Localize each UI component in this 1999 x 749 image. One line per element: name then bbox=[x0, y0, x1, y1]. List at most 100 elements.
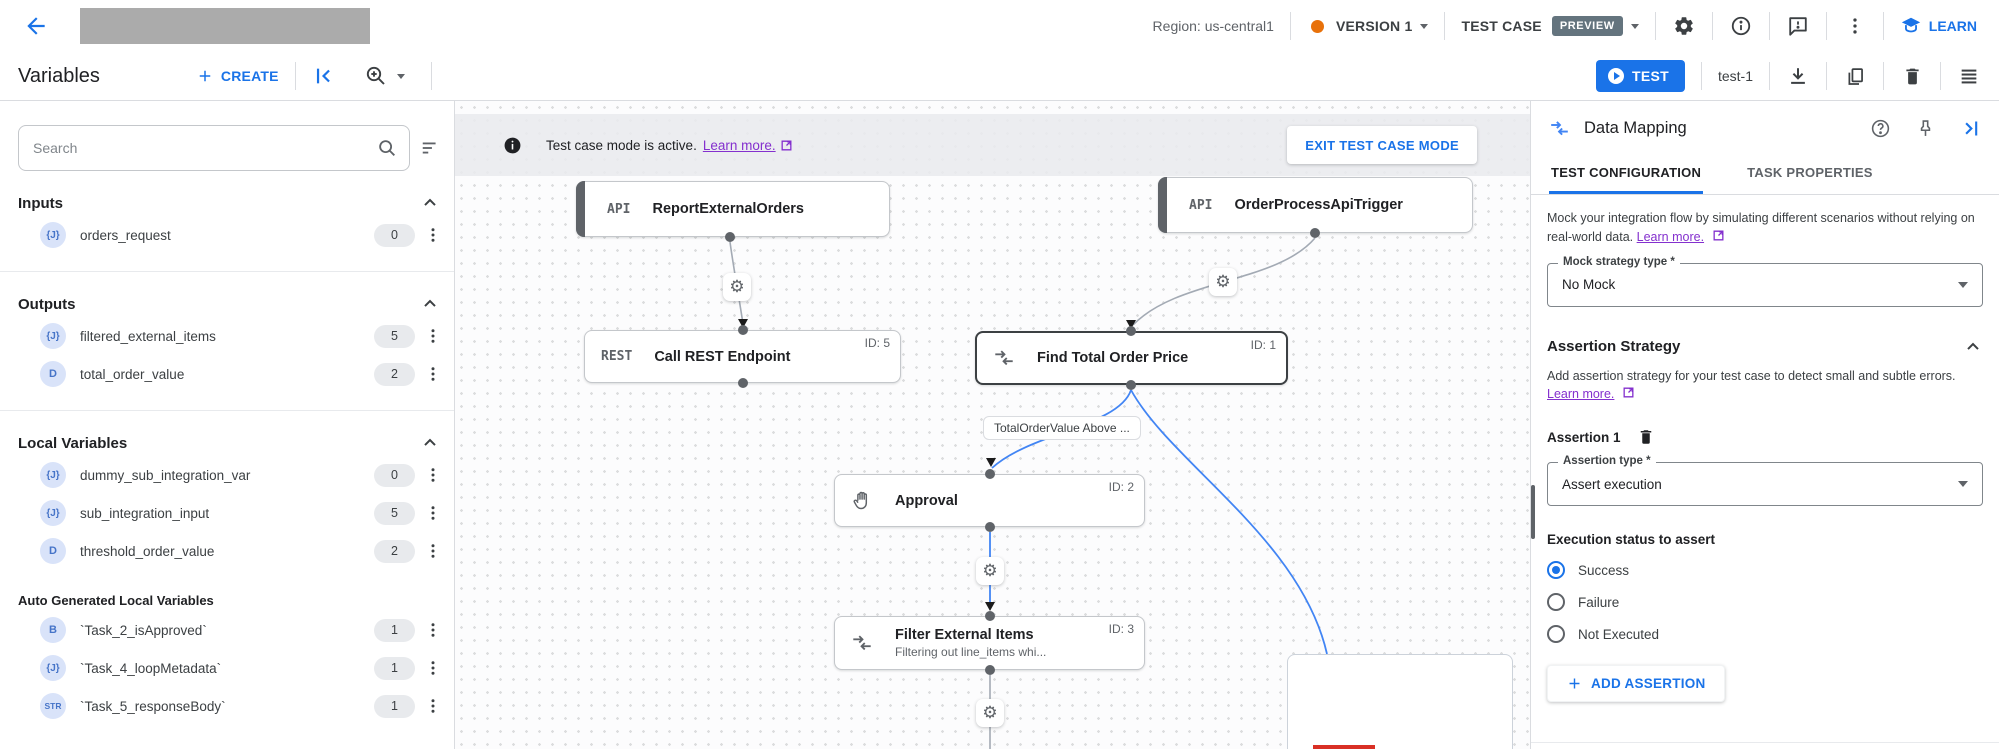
chevron-down-icon[interactable] bbox=[396, 73, 405, 79]
task-id-label: ID: 1 bbox=[1250, 338, 1276, 352]
feedback-icon[interactable] bbox=[1786, 14, 1810, 38]
connector-dot[interactable] bbox=[738, 325, 748, 335]
mock-learn-more-link[interactable]: Learn more. bbox=[1636, 229, 1705, 244]
chevron-up-icon[interactable] bbox=[420, 294, 440, 314]
zoom-in-icon bbox=[366, 66, 385, 85]
task-config-panel: Data Mapping TEST CONFIGURATION TASK PRO… bbox=[1530, 101, 1999, 749]
radio-not-executed[interactable]: Not Executed bbox=[1547, 625, 1983, 643]
row-more-vert-icon[interactable] bbox=[424, 697, 442, 715]
tab-task-properties[interactable]: TASK PROPERTIES bbox=[1747, 165, 1873, 180]
delete-icon[interactable] bbox=[1900, 64, 1924, 88]
radio-button[interactable] bbox=[1547, 561, 1565, 579]
create-variable-button[interactable]: CREATE bbox=[196, 67, 279, 85]
node-call-rest-endpoint[interactable]: REST Call REST Endpoint ID: 5 bbox=[584, 330, 901, 383]
help-icon[interactable] bbox=[1870, 118, 1891, 139]
row-more-vert-icon[interactable] bbox=[424, 365, 442, 383]
radio-success[interactable]: Success bbox=[1547, 561, 1983, 579]
collapse-sidebar-icon[interactable] bbox=[312, 64, 336, 88]
edge-condition-label[interactable]: TotalOrderValue Above ... bbox=[983, 416, 1141, 440]
dense-menu-icon[interactable] bbox=[1957, 64, 1981, 88]
connector-dot[interactable] bbox=[985, 611, 995, 621]
test-button[interactable]: TEST bbox=[1596, 60, 1685, 92]
version-selector[interactable]: VERSION 1 bbox=[1335, 18, 1413, 34]
chevron-up-icon[interactable] bbox=[420, 193, 440, 213]
add-assertion-button[interactable]: ADD ASSERTION bbox=[1547, 665, 1725, 702]
connector-dot[interactable] bbox=[985, 522, 995, 532]
variable-row[interactable]: {J} sub_integration_input 5 bbox=[18, 497, 442, 529]
banner-learn-more-link[interactable]: Learn more. bbox=[702, 137, 776, 153]
assertion-description: Add assertion strategy for your test cas… bbox=[1547, 368, 1956, 383]
chevron-up-icon[interactable] bbox=[1963, 337, 1983, 357]
radio-failure[interactable]: Failure bbox=[1547, 593, 1983, 611]
edge-gear-icon[interactable]: ⚙ bbox=[976, 557, 1004, 585]
tab-test-configuration[interactable]: TEST CONFIGURATION bbox=[1549, 153, 1704, 194]
section-header-inputs[interactable]: Inputs bbox=[18, 193, 442, 213]
edge-gear-icon[interactable]: ⚙ bbox=[723, 273, 751, 301]
delete-assertion-icon[interactable] bbox=[1637, 428, 1655, 446]
info-icon[interactable] bbox=[1729, 14, 1753, 38]
connector-dot[interactable] bbox=[1310, 228, 1320, 238]
connector-dot[interactable] bbox=[985, 469, 995, 479]
divider bbox=[1826, 62, 1827, 90]
copy-icon[interactable] bbox=[1843, 64, 1867, 88]
variable-row[interactable]: {J} orders_request 0 bbox=[18, 219, 442, 251]
task-id-label: ID: 2 bbox=[1108, 480, 1134, 494]
row-more-vert-icon[interactable] bbox=[424, 504, 442, 522]
radio-button[interactable] bbox=[1547, 593, 1565, 611]
chevron-down-icon[interactable] bbox=[1420, 23, 1429, 29]
variable-row[interactable]: D total_order_value 2 bbox=[18, 358, 442, 390]
variable-row[interactable]: B `Task_2_isApproved` 1 bbox=[18, 614, 442, 646]
radio-button[interactable] bbox=[1547, 625, 1565, 643]
row-more-vert-icon[interactable] bbox=[424, 659, 442, 677]
chevron-down-icon[interactable] bbox=[1630, 23, 1639, 29]
mock-strategy-select[interactable]: Mock strategy type * No Mock bbox=[1547, 255, 1983, 307]
row-more-vert-icon[interactable] bbox=[424, 466, 442, 484]
download-icon[interactable] bbox=[1786, 64, 1810, 88]
variable-row[interactable]: {J} filtered_external_items 5 bbox=[18, 320, 442, 352]
pin-icon[interactable] bbox=[1915, 118, 1936, 139]
data-mapping-icon bbox=[1549, 118, 1570, 139]
scrollbar-thumb[interactable] bbox=[1531, 485, 1535, 539]
exit-test-case-mode-button[interactable]: EXIT TEST CASE MODE bbox=[1287, 126, 1477, 164]
assertion-item-title: Assertion 1 bbox=[1547, 429, 1621, 445]
sort-icon[interactable] bbox=[420, 137, 442, 159]
variable-row[interactable]: D threshold_order_value 2 bbox=[18, 535, 442, 567]
search-input[interactable] bbox=[18, 125, 410, 171]
learn-button[interactable]: LEARN bbox=[1900, 15, 1977, 37]
node-order-process-api-trigger[interactable]: API OrderProcessApiTrigger bbox=[1158, 177, 1473, 233]
settings-gear-icon[interactable] bbox=[1672, 14, 1696, 38]
plus-icon bbox=[1569, 678, 1580, 689]
connector-dot[interactable] bbox=[985, 665, 995, 675]
row-more-vert-icon[interactable] bbox=[424, 327, 442, 345]
more-vert-icon[interactable] bbox=[1843, 14, 1867, 38]
assertion-type-select[interactable]: Assertion type * Assert execution bbox=[1547, 455, 1983, 506]
variable-row[interactable]: {J} dummy_sub_integration_var 0 bbox=[18, 459, 442, 491]
row-more-vert-icon[interactable] bbox=[424, 621, 442, 639]
zoom-control[interactable] bbox=[364, 64, 405, 88]
edge-gear-icon[interactable]: ⚙ bbox=[1209, 268, 1237, 296]
integration-flow-canvas[interactable]: Test case mode is active. Learn more. EX… bbox=[455, 101, 1530, 749]
preview-badge: PREVIEW bbox=[1551, 16, 1623, 36]
page-title: Variables bbox=[18, 64, 100, 87]
edge-gear-icon[interactable]: ⚙ bbox=[976, 699, 1004, 727]
node-filter-external-items[interactable]: Filter External Items Filtering out line… bbox=[834, 616, 1145, 670]
row-more-vert-icon[interactable] bbox=[424, 542, 442, 560]
connector-dot[interactable] bbox=[1126, 380, 1136, 390]
node-report-external-orders[interactable]: API ReportExternalOrders bbox=[576, 181, 890, 237]
chevron-up-icon[interactable] bbox=[420, 433, 440, 453]
node-approval[interactable]: Approval ID: 2 bbox=[834, 474, 1145, 527]
node-find-total-order-price[interactable]: Find Total Order Price ID: 1 bbox=[975, 331, 1288, 385]
section-header-outputs[interactable]: Outputs bbox=[18, 294, 442, 314]
variable-row[interactable]: STR `Task_5_responseBody` 1 bbox=[18, 690, 442, 722]
connector-dot[interactable] bbox=[738, 378, 748, 388]
assertion-learn-more-link[interactable]: Learn more. bbox=[1547, 387, 1615, 402]
node-partial[interactable] bbox=[1287, 654, 1513, 749]
connector-dot[interactable] bbox=[725, 232, 735, 242]
variable-row[interactable]: {J} `Task_4_loopMetadata` 1 bbox=[18, 652, 442, 684]
section-header-local-variables[interactable]: Local Variables bbox=[18, 433, 442, 453]
row-more-vert-icon[interactable] bbox=[424, 226, 442, 244]
collapse-panel-icon[interactable] bbox=[1960, 118, 1981, 139]
usage-count-badge: 2 bbox=[374, 362, 415, 386]
back-button[interactable] bbox=[22, 12, 50, 40]
connector-dot[interactable] bbox=[1126, 326, 1136, 336]
